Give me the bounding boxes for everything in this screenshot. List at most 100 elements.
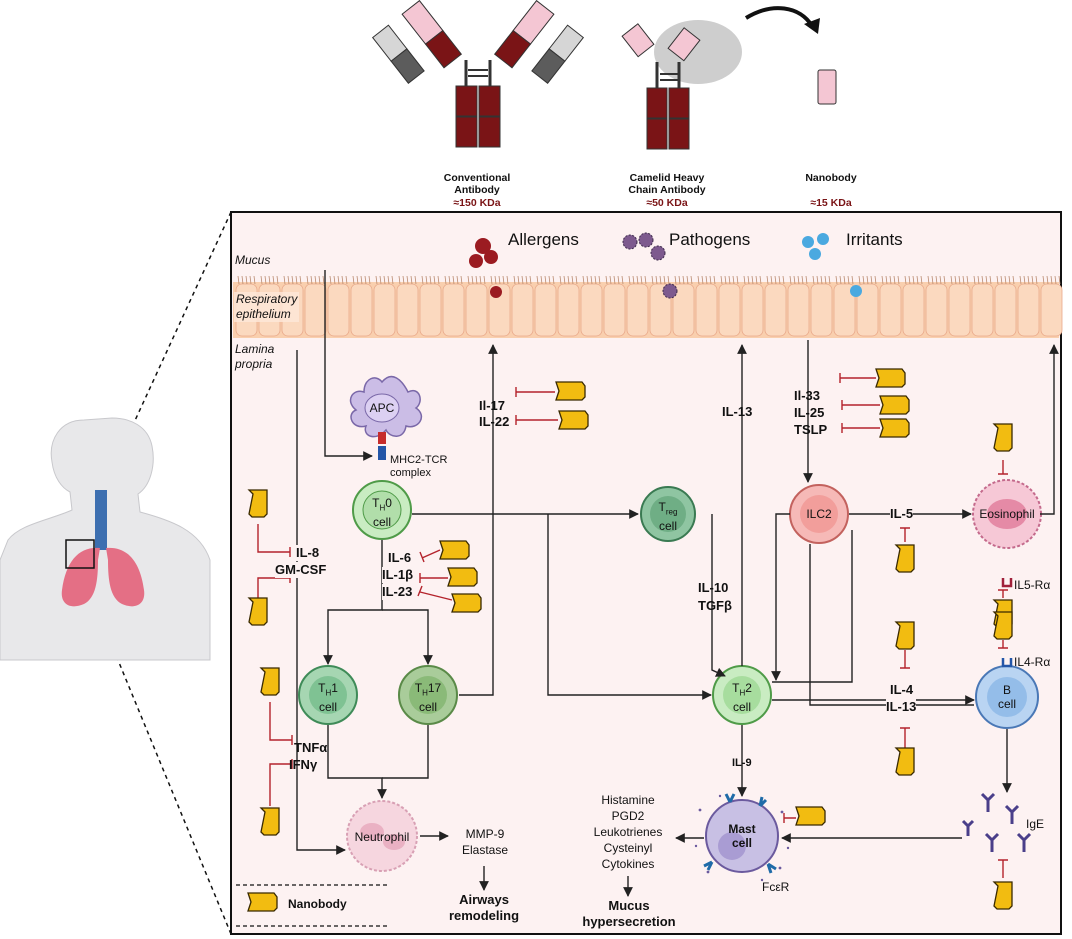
epithelial-cell [327,283,350,337]
eosinophil-cell [972,479,1042,549]
release-arrow [744,6,814,28]
epithelial-cell [741,283,764,337]
nanobody-icon [875,368,906,388]
cilia [720,275,739,285]
nanobody-top-icon [817,69,837,105]
cilia [697,275,716,285]
antibody-size-camelid: ≈50 KDa [646,197,688,209]
zone-mucus: Mucus [235,253,271,267]
cilia [467,275,486,285]
cytokine-il33: Il-33 [794,388,821,403]
epithelial-cell [442,283,465,337]
cilia [651,275,670,285]
ige-icon [961,792,1032,852]
epithelial-cell [718,283,741,337]
cilia [260,275,279,285]
cilia [950,275,969,285]
cytokine-il17: Il-17 [479,398,506,413]
label-irritants: Irritants [846,230,903,249]
nanobody-icon [879,395,910,415]
cilia [375,275,394,285]
antibody-size-conventional: ≈150 KDa [453,197,501,209]
label-ige: IgE [1026,817,1045,831]
th17-cell [398,665,458,725]
epithelial-cell [787,283,810,337]
legend-nanobody-icon [247,892,278,912]
cilia [605,275,624,285]
cilia [996,275,1015,285]
cytokine-il13-top: IL-13 [722,404,753,419]
cilia [628,275,647,285]
cytokine-il1b: IL-1β [382,567,414,583]
nanobody-icon [439,540,470,560]
mediators-list: Histamine PGD2 Leukotrienes Cysteinyl Cy… [593,793,663,871]
cilia [283,275,302,285]
antibody-name-nanobody: Nanobody [805,172,857,184]
cilia [881,275,900,285]
cilia [766,275,785,285]
label-neutrophil: Neutrophil [354,830,410,844]
epithelial-cell [350,283,373,337]
epithelial-cell [695,283,718,337]
cytokine-il23: IL-23 [382,584,413,600]
label-pathogens: Pathogens [669,230,751,249]
respiratory-epithelium [233,275,1063,338]
epithelial-cell [465,283,488,337]
cilia [444,275,463,285]
epithelial-cell [948,283,971,337]
nanobody-icon [555,381,586,401]
irritant-icon [802,233,862,297]
cilia [329,275,348,285]
conventional-antibody-icon [371,0,585,148]
cilia [674,275,693,285]
pathogen-icon [622,232,678,299]
cilia [582,275,601,285]
human-torso-icon [0,417,211,661]
th1-cell [298,665,358,725]
epithelial-cell [833,283,856,337]
epithelial-cell [626,283,649,337]
cytokine-il5: IL-5 [890,506,914,522]
epithelial-cell [419,283,442,337]
cilia [352,275,371,285]
inhibition-lines [257,373,1008,878]
cilia [973,275,992,285]
cytokine-tslp: TSLP [794,422,828,437]
cytokine-il22: IL-22 [479,414,510,429]
cytokine-il6: IL-6 [388,550,412,565]
epithelial-cell [304,283,327,337]
label-ilc2: ILC2 [806,507,832,521]
treg-cell [640,486,696,542]
cilia [927,275,946,285]
cytokine-il9: IL-9 [732,757,752,769]
label-il5-ra: IL5-Rα [1014,578,1051,592]
epithelial-cell [994,283,1017,337]
th0-cell [352,480,412,540]
cilia [513,275,532,285]
cilia [1019,275,1038,285]
cytokine-tnfa: TNFα [294,740,328,755]
b-cell [975,665,1039,729]
cilia [835,275,854,285]
epithelial-cell [534,283,557,337]
epithelial-cell [971,283,994,337]
legend-nanobody-label: Nanobody [288,897,347,911]
nanobody-icon [558,410,589,430]
nanobody-icon [451,593,482,613]
cytokine-il8: IL-8 [296,545,320,561]
epithelial-cell [879,283,902,337]
